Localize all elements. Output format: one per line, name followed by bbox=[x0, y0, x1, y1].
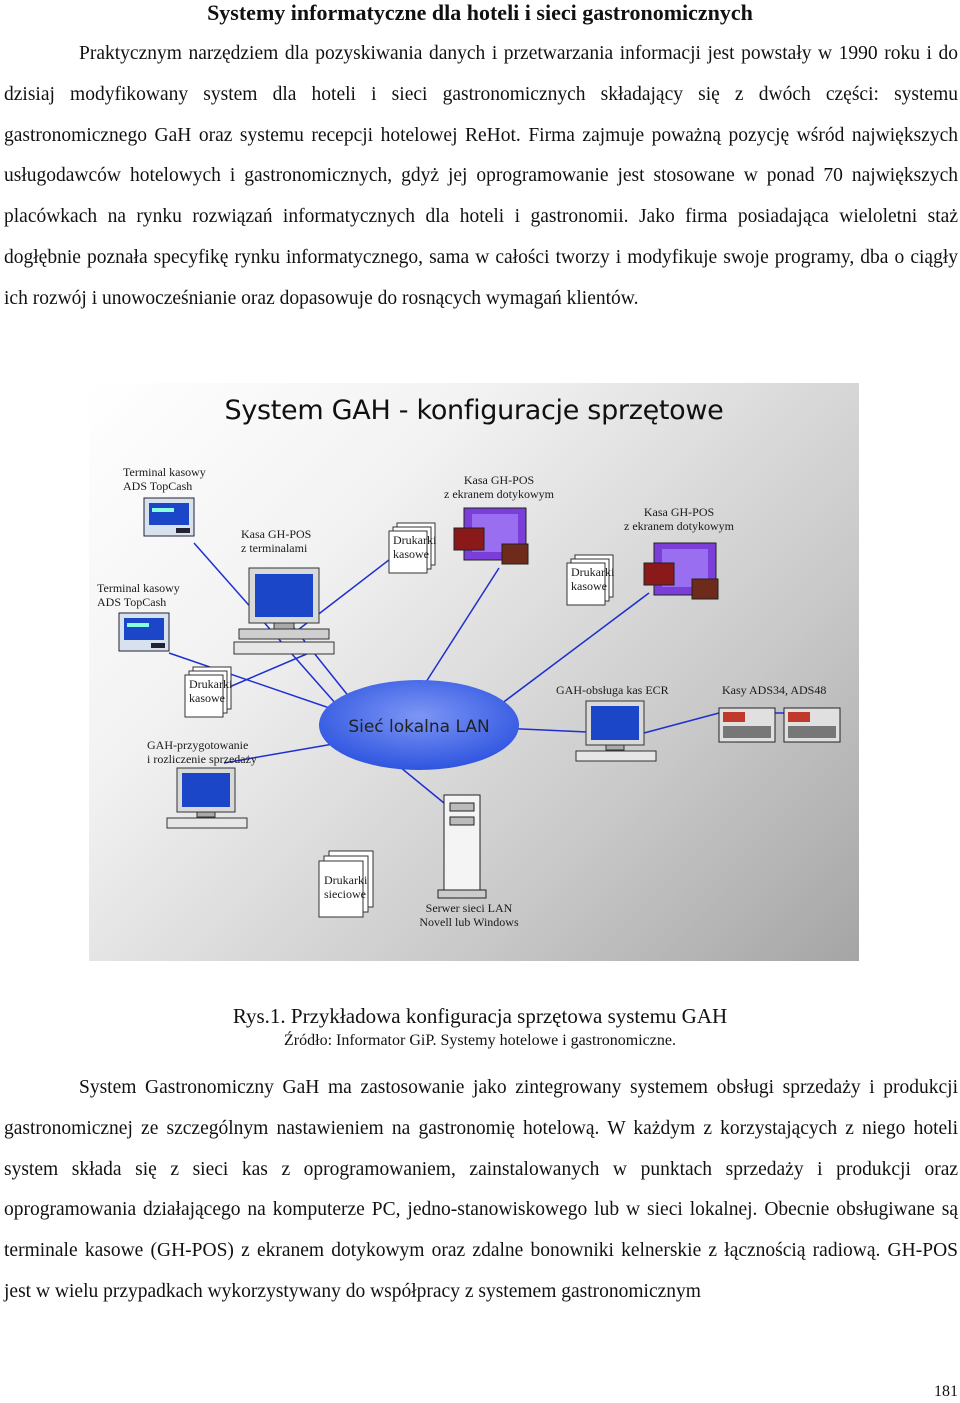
printer-stack-1-icon bbox=[388, 522, 436, 574]
printer-stack-3-icon bbox=[184, 666, 232, 718]
figure-gah-configuration: System GAH - konfiguracje sprzętowe Sieć… bbox=[89, 383, 859, 961]
paragraph-gah: System Gastronomiczny GaH ma zastosowani… bbox=[4, 1077, 958, 1302]
page-number: 181 bbox=[934, 1383, 958, 1400]
network-printer-stack-icon bbox=[318, 850, 374, 918]
figure-caption: Rys.1. Przykładowa konfiguracja sprzętow… bbox=[232, 1004, 728, 1028]
cash-register-ads34-icon bbox=[718, 707, 776, 743]
pc-gah-przygotowanie-icon bbox=[166, 767, 248, 829]
label-gah-ecr: GAH-obsługa kas ECR bbox=[556, 683, 669, 697]
paragraph-intro: Praktycznym narzędziem dla pozyskiwania … bbox=[4, 43, 958, 309]
label-kasy-ads: Kasy ADS34, ADS48 bbox=[722, 683, 827, 697]
figure-source: Źródło: Informator GiP. Systemy hotelowe… bbox=[284, 1032, 676, 1049]
server-tower-icon bbox=[437, 794, 487, 899]
figure-title: System GAH - konfiguracje sprzętowe bbox=[224, 395, 724, 426]
touch-pos-1-icon bbox=[453, 507, 529, 565]
printer-stack-2-icon bbox=[566, 554, 614, 606]
lan-label: Sieć lokalna LAN bbox=[348, 717, 490, 737]
pc-gah-ecr-icon bbox=[575, 700, 657, 762]
pc-kasa-terminale-icon bbox=[233, 567, 335, 655]
touch-pos-2-icon bbox=[643, 542, 719, 600]
terminal-ads-2-icon bbox=[118, 612, 170, 652]
lan-ellipse bbox=[319, 680, 519, 770]
page-title: Systemy informatyczne dla hoteli i sieci… bbox=[207, 0, 753, 25]
terminal-ads-1-icon bbox=[143, 497, 195, 537]
cash-register-ads48-icon bbox=[783, 707, 841, 743]
figure-diagram bbox=[118, 497, 841, 918]
